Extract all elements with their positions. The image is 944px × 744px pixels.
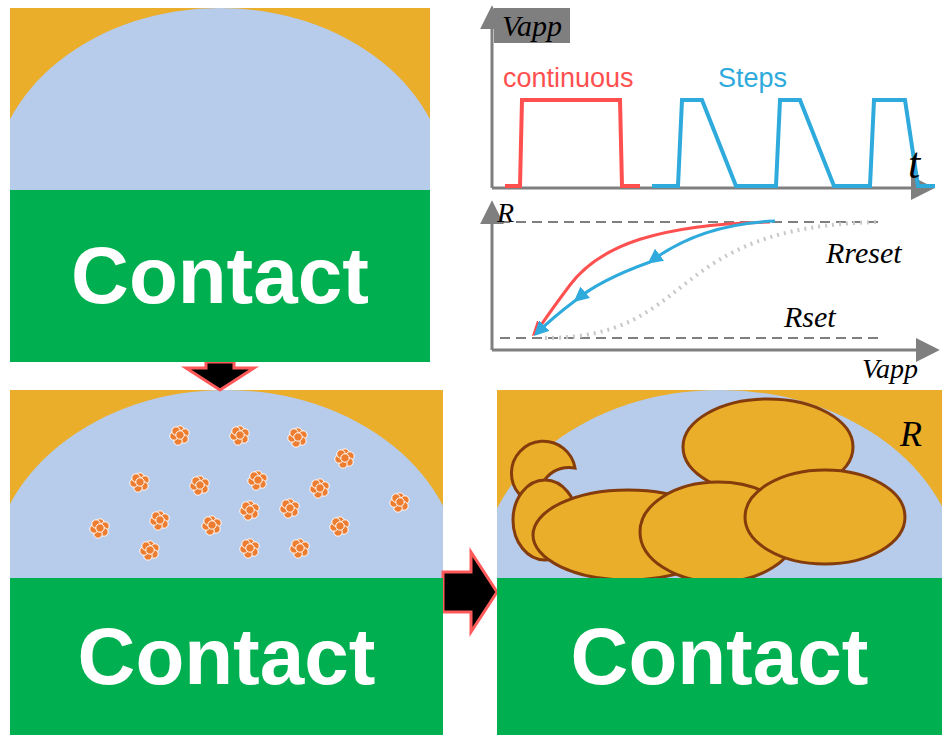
contact-electrode: Contact [10, 190, 430, 362]
nanoparticles [90, 426, 409, 560]
electrolyte-dome [10, 8, 430, 190]
axis-label: R [497, 198, 514, 229]
axis-label: Vapp [862, 354, 918, 385]
level-label: Rset [784, 300, 836, 333]
contact-label: Contact [78, 611, 376, 703]
contact-label: Contact [571, 611, 869, 703]
process-arrow [443, 552, 497, 632]
resistance-label: R [900, 415, 922, 455]
resistance-voltage-chart [492, 205, 935, 350]
series-label: continuous [503, 64, 634, 94]
axis-label: Vapp [494, 8, 570, 43]
contact-electrode: Contact [497, 578, 942, 735]
grown-grains [497, 390, 942, 578]
contact-electrode: Contact [10, 578, 443, 735]
electrolyte-dome [10, 390, 443, 578]
level-label: Rreset [826, 236, 902, 269]
contact-label: Contact [71, 230, 369, 322]
axis-label: t [908, 140, 920, 188]
process-arrow [186, 362, 254, 390]
series-label: Steps [718, 64, 787, 94]
